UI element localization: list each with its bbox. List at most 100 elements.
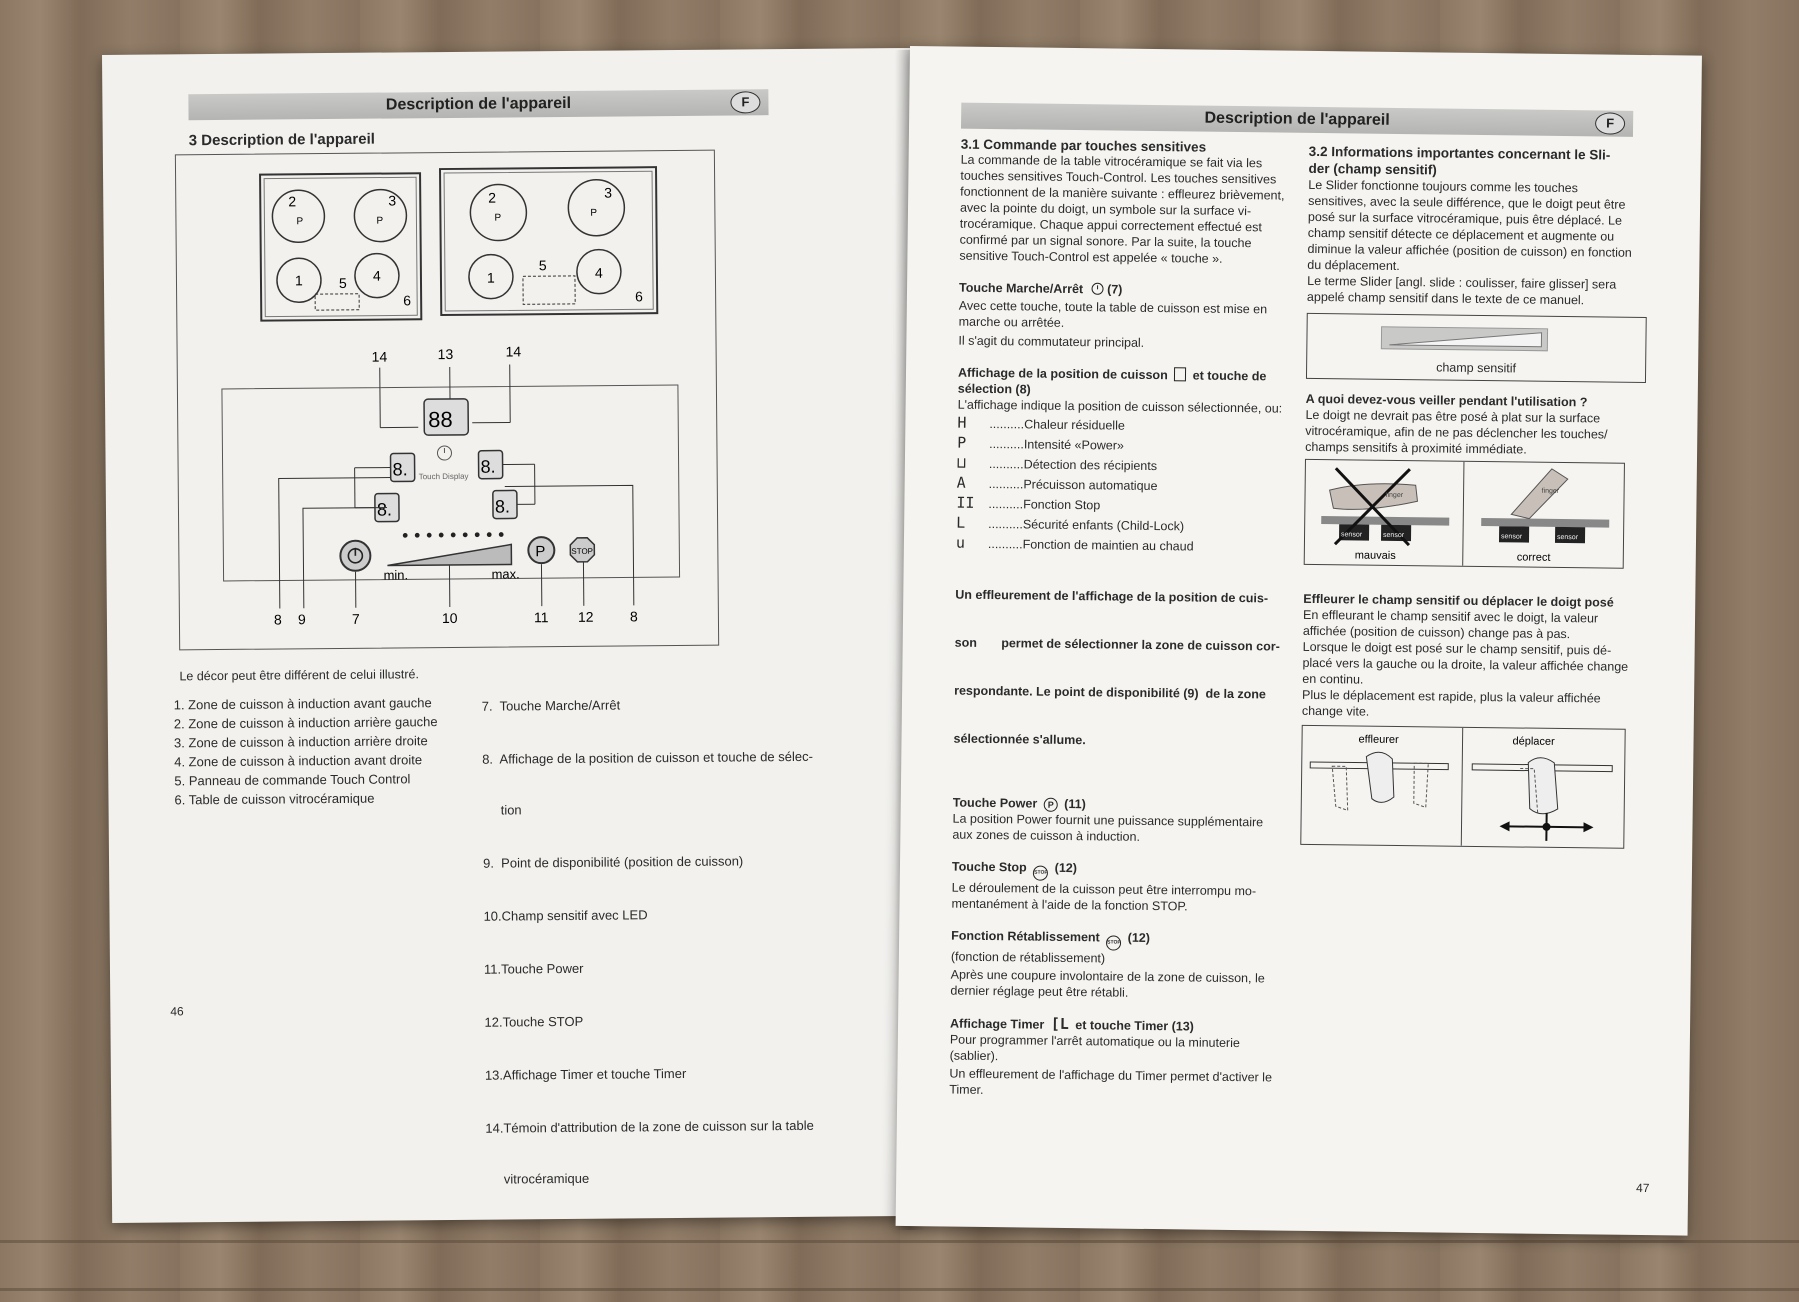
legend-text: ..........Fonction de maintien au chaud xyxy=(987,536,1194,554)
zone-label: 5 xyxy=(339,275,347,291)
list-item: 12.Touche STOP xyxy=(484,1013,584,1030)
legend-text: ..........Détection des récipients xyxy=(988,456,1158,474)
power-key-symbol: P xyxy=(535,543,545,560)
slider-caption: champ sensitif xyxy=(1436,360,1517,376)
stop-body: Le déroulement de la cuisson peut être i… xyxy=(951,880,1281,916)
decor-note: Le décor peut être différent de celui il… xyxy=(179,667,419,684)
page-header: Description de l'appareil F xyxy=(960,102,1634,137)
zone-label: P xyxy=(376,216,383,227)
list-item: 13.Affichage Timer et touche Timer xyxy=(484,1065,687,1083)
zone-display: 8. xyxy=(495,496,510,516)
component-list-b: 7. Touche Marche/Arrêt 8. Affichage de l… xyxy=(481,661,814,1222)
touch-slide-figure: effleurer déplacer xyxy=(1300,724,1626,849)
position-intro: L'affichage indique la position de cuiss… xyxy=(957,397,1283,416)
list-item: 2. Zone de cuisson à induction arrière g… xyxy=(173,714,438,732)
stop-ref: (12) xyxy=(1054,860,1078,876)
position-title-text: Affichage de la position de cuisson xyxy=(957,365,1168,383)
legend-text: ..........Sécurité enfants (Child-Lock) xyxy=(988,516,1185,534)
list-item: 7. Touche Marche/Arrêt xyxy=(481,697,621,714)
restore-title-text: Fonction Rétablissement xyxy=(951,928,1100,945)
sensor-label: sensor xyxy=(1383,532,1405,539)
attention-body: Le doigt ne devrait pas être posé à plat… xyxy=(1305,407,1646,459)
readiness-dots xyxy=(402,532,504,538)
slider-graphic xyxy=(1380,326,1549,352)
timer-title-text: Affichage Timer xyxy=(949,1016,1045,1032)
list-item: 11.Touche Power xyxy=(483,960,584,977)
list-item: 8. Affichage de la position de cuisson e… xyxy=(482,748,813,767)
timer-title-text: et touche Timer (13) xyxy=(1075,1018,1194,1034)
list-item: vitrocéramique xyxy=(485,1170,590,1187)
callout-label: 13 xyxy=(438,346,454,362)
list-item: 9. Point de disponibilité (position de c… xyxy=(483,853,744,871)
page-number: 46 xyxy=(170,1004,184,1019)
power-body: La position Power fournit une puissance … xyxy=(952,811,1282,847)
callout-label: 14 xyxy=(506,343,522,359)
legend-text: ..........Fonction Stop xyxy=(988,496,1101,513)
section-3-2-title: 3.2 Informations importantes concernant … xyxy=(1308,143,1648,181)
position-title-text: et touche de xyxy=(1192,368,1267,384)
slide-body: En effleurant le champ sensitif avec le … xyxy=(1302,607,1643,723)
position-note: Un effleurement de l'affichage de la pos… xyxy=(953,555,1286,783)
list-item: 4. Zone de cuisson à induction avant dro… xyxy=(174,752,423,770)
sensor-label: sensor xyxy=(1557,534,1579,541)
display-symbol: A xyxy=(956,473,966,492)
display-symbol: P xyxy=(957,433,967,452)
finger-label: finger xyxy=(1542,488,1560,495)
stop-title-text: Touche Stop xyxy=(951,859,1027,875)
zone-label: P xyxy=(494,213,501,224)
callout-label: 12 xyxy=(578,609,594,625)
wrong-caption: mauvais xyxy=(1355,549,1397,562)
zone-label: 4 xyxy=(373,268,381,284)
legend-text: ..........Intensité «Power» xyxy=(989,436,1125,453)
column-left: 3.1 Commande par touches sensitives La c… xyxy=(949,137,1291,1102)
zone-label: 2 xyxy=(488,190,496,206)
diagram-svg: 2 P 3 P 1 5 4 6 2 P 3 P xyxy=(221,166,681,628)
stop-icon: STOP xyxy=(1106,935,1122,951)
list-item: 14.Témoin d'attribution de la zone de cu… xyxy=(485,1117,814,1136)
finger-position-figure: sensor sensor sensor sensor finger finge… xyxy=(1303,458,1625,569)
zone-display: 8. xyxy=(393,459,408,479)
power-title-text: Touche Power xyxy=(952,795,1038,811)
zone-label: 6 xyxy=(635,288,643,304)
zone-label: 3 xyxy=(604,185,612,201)
language-badge: F xyxy=(730,91,761,114)
slider-max-label: max. xyxy=(491,566,519,581)
cooktop-b: 2 P 3 P 1 5 4 6 xyxy=(438,166,659,317)
zone-display: 8. xyxy=(481,457,496,477)
zone-label: 5 xyxy=(539,257,547,273)
zone-label: 3 xyxy=(388,192,396,208)
zone-label: P xyxy=(296,216,303,227)
page-number: 47 xyxy=(1636,1180,1650,1196)
callout-label: 11 xyxy=(534,609,549,625)
zone-label: 1 xyxy=(295,272,303,288)
sensor-label: sensor xyxy=(1341,531,1363,538)
slider-figure: champ sensitif xyxy=(1305,312,1647,384)
timer-display: 88 xyxy=(428,407,453,432)
zone-label: 6 xyxy=(403,292,411,308)
stop-icon: STOP xyxy=(1033,865,1049,881)
callout-label: 14 xyxy=(372,349,388,365)
callout-label: 8 xyxy=(630,608,638,624)
display-symbol: ⊔ xyxy=(956,453,967,472)
text-line: respondante. Le point de disponibilité (… xyxy=(954,683,1267,702)
touch-display-label: Touch Display xyxy=(419,472,469,481)
section-3-1-body: La commande de la table vitrocéramique s… xyxy=(959,152,1290,268)
left-page: Description de l'appareil F 3 Descriptio… xyxy=(102,47,921,1223)
sensor-label: sensor xyxy=(1501,533,1523,540)
text-line: son permet de sélectionner la zone de cu… xyxy=(954,635,1280,654)
text-line: sélectionnée s'allume. xyxy=(953,731,1086,748)
list-item: 1. Zone de cuisson à induction avant gau… xyxy=(173,695,432,713)
correct-caption: correct xyxy=(1517,551,1551,563)
power-p-icon: P xyxy=(1043,797,1058,812)
text-line: Il s'agit du commutateur principal. xyxy=(958,333,1145,350)
callout-label: 9 xyxy=(298,611,306,627)
language-badge: F xyxy=(1594,112,1626,135)
slide-caption: déplacer xyxy=(1512,735,1555,748)
position-display-title: Affichage de la position de cuisson et t… xyxy=(958,365,1288,401)
onoff-ref: (7) xyxy=(1107,282,1123,297)
power-icon xyxy=(1091,282,1104,299)
zone-label: 2 xyxy=(288,193,296,209)
list-item: 10.Champ sensitif avec LED xyxy=(483,907,648,924)
zone-display: 8. xyxy=(377,499,392,519)
list-item: 5. Panneau de commande Touch Control xyxy=(174,771,411,789)
